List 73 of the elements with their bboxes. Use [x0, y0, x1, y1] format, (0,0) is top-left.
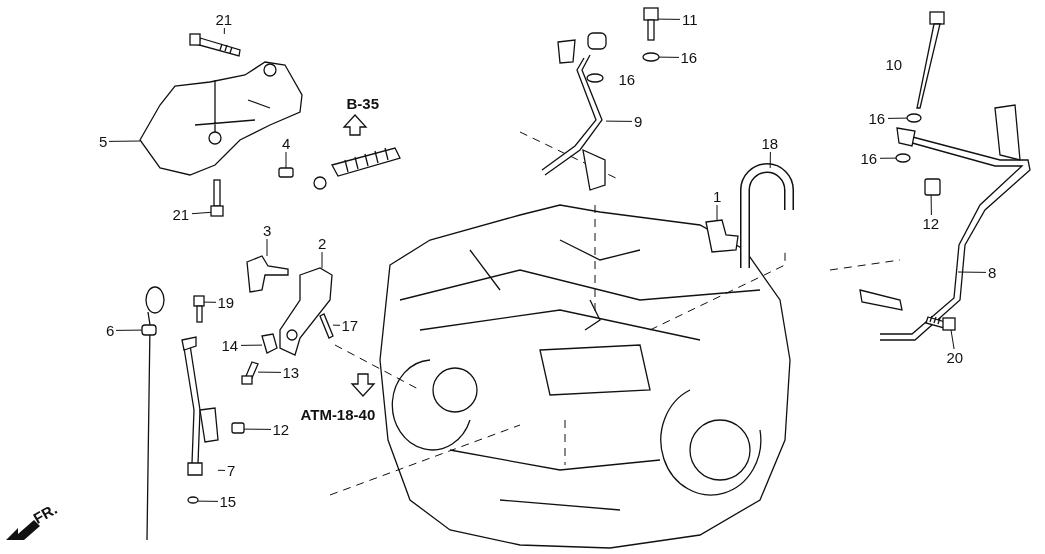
callout-number: 3 — [263, 222, 272, 238]
callout-number: 16 — [868, 110, 886, 126]
reference-label: ATM-18-40 — [300, 406, 376, 422]
leader-line — [605, 120, 633, 122]
pin-drawing — [319, 313, 334, 339]
leader-line — [240, 344, 263, 346]
callout-number: 19 — [217, 294, 235, 310]
leader-line — [285, 151, 287, 169]
leader-line — [257, 371, 282, 373]
reference-label: B-35 — [346, 95, 379, 111]
leader-line — [115, 329, 143, 331]
callout-number: 9 — [634, 113, 643, 129]
leader-line — [332, 324, 341, 326]
leader-line — [716, 204, 718, 221]
callout-number: 4 — [282, 135, 291, 151]
callout-number: 11 — [682, 11, 698, 27]
washer-drawing — [187, 496, 199, 504]
leader-line — [887, 117, 908, 119]
callout-number: 7 — [227, 462, 236, 478]
callout-number: 21 — [215, 11, 233, 27]
leader-line — [658, 56, 680, 58]
hose-drawing — [740, 163, 794, 268]
callout-number: 12 — [272, 421, 290, 437]
leader-line — [950, 329, 955, 350]
leader-line — [203, 301, 217, 303]
callout-number: 8 — [988, 264, 997, 280]
callout-number: 6 — [106, 322, 115, 338]
filler-pipe-drawing — [181, 336, 219, 476]
bolt-drawing — [241, 361, 259, 385]
leader-line — [657, 18, 681, 20]
callout-number: 14 — [221, 337, 239, 353]
callout-number: 13 — [282, 364, 300, 380]
leader-line — [191, 211, 212, 215]
washer-drawing — [642, 52, 660, 62]
bracket-drawing — [139, 61, 303, 176]
leader-line — [769, 151, 771, 169]
bolt-drawing — [925, 315, 956, 331]
callout-number: 2 — [318, 235, 327, 251]
callout-number: 16 — [860, 150, 878, 166]
leader-line — [243, 428, 272, 430]
leader-line — [879, 157, 897, 159]
leader-line — [930, 194, 932, 216]
leader-line — [266, 238, 268, 257]
callout-number: 16 — [680, 49, 698, 65]
callout-number: 20 — [946, 349, 964, 365]
callout-number: 5 — [99, 133, 108, 149]
bolt-drawing — [643, 7, 659, 41]
bolt-drawing — [231, 422, 245, 434]
pin-drawing — [278, 167, 294, 178]
callout-number: 17 — [341, 317, 359, 333]
cooler-pipe-drawing — [859, 104, 1031, 341]
pipe-drawing — [541, 32, 607, 191]
clip-drawing — [705, 219, 739, 253]
bolt-drawing — [210, 179, 224, 217]
leader-line — [223, 27, 225, 35]
callout-number: 1 — [713, 188, 722, 204]
leader-line — [217, 469, 226, 471]
leader-line — [957, 271, 987, 273]
leader-line — [321, 251, 323, 269]
callout-number: 10 — [885, 56, 903, 72]
callout-number: 18 — [761, 135, 779, 151]
callout-number: 16 — [618, 71, 636, 87]
bolt-drawing — [193, 295, 205, 323]
front-label: FR. — [30, 500, 60, 526]
callout-number: 12 — [922, 215, 940, 231]
callout-number: 15 — [219, 493, 237, 509]
bolt-drawing — [189, 33, 241, 57]
dipstick-drawing — [141, 286, 165, 541]
leader-line — [197, 500, 219, 502]
shift-arm-drawing — [279, 267, 333, 356]
callout-number: 21 — [172, 206, 190, 222]
leader-line — [108, 140, 141, 142]
lever-drawing — [246, 255, 289, 293]
